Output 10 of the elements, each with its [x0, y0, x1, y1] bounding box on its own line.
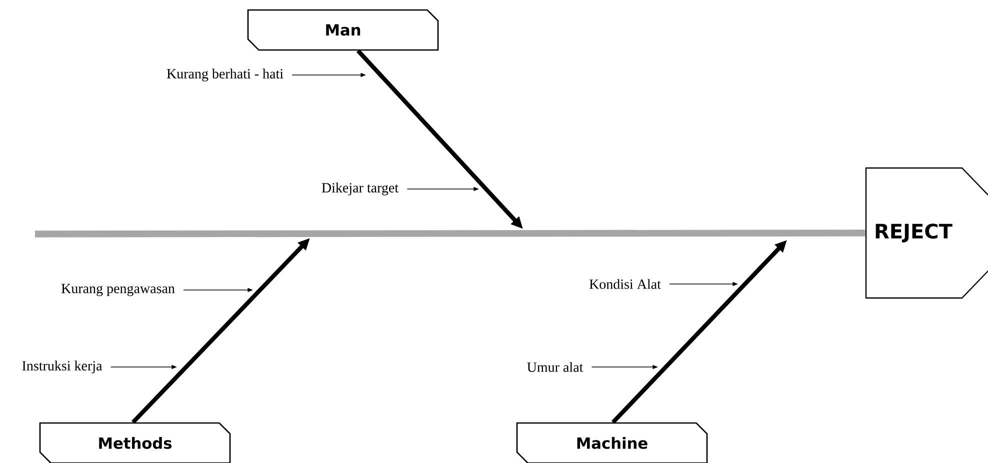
- cause-label: Umur alat: [527, 362, 584, 372]
- cause-label: Kurang pengawasan: [61, 284, 175, 296]
- cause-label: Kondisi Alat: [589, 279, 661, 289]
- cause-label: Kurang berhati - hati: [166, 68, 284, 82]
- cause-label: Instruksi kerja: [22, 360, 102, 374]
- category-box: Methods: [39, 422, 231, 463]
- category-box: Machine: [516, 422, 708, 463]
- category-box: Man: [247, 9, 439, 51]
- cause-label: Dikejar target: [322, 182, 398, 196]
- spine-line: [35, 230, 866, 238]
